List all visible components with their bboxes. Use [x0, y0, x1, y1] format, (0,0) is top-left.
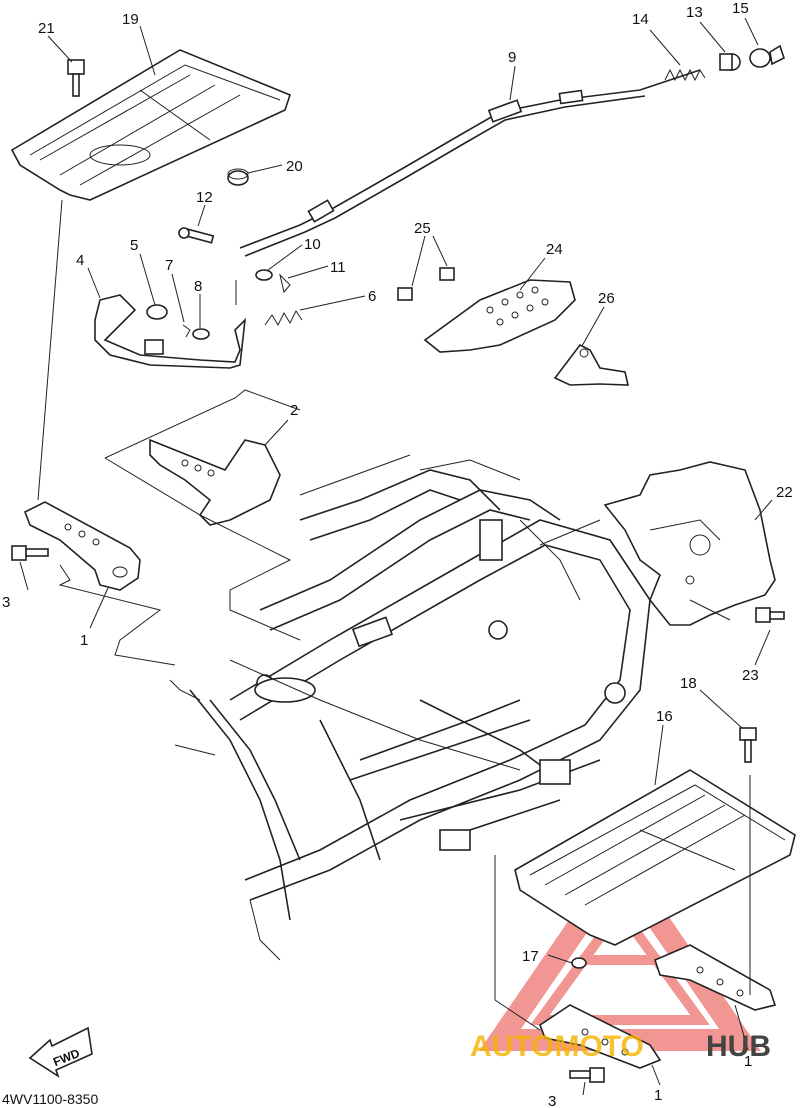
- callout-13: 13: [686, 4, 703, 21]
- part-7-clip: [182, 324, 191, 338]
- part-16-footrest-board-right: [514, 769, 796, 946]
- part-14-spring: [664, 68, 706, 82]
- part-5-cap: [146, 304, 168, 320]
- callout-12: 12: [196, 189, 213, 206]
- part-17-nut: [571, 957, 587, 969]
- callout-7: 7: [165, 257, 173, 274]
- callout-1-right: 1: [744, 1053, 752, 1070]
- part-1-footrest-right-upper: [654, 944, 777, 1011]
- callout-26: 26: [598, 290, 615, 307]
- part-10-washer: [255, 269, 273, 281]
- part-4-brake-pedal: [94, 294, 247, 369]
- callout-leaders: [19, 17, 773, 1096]
- assembly-guide-lines: [37, 199, 751, 1031]
- callout-19: 19: [122, 11, 139, 28]
- part-13-adjuster: [719, 53, 741, 71]
- part-15-wing-nut: [749, 44, 785, 68]
- callout-23: 23: [742, 667, 759, 684]
- callout-3-bottom: 3: [548, 1093, 556, 1108]
- part-3-bolt-left: [11, 545, 49, 561]
- callout-1-left: 1: [80, 632, 88, 649]
- fwd-arrow-icon: FWD: [28, 1026, 93, 1078]
- part-20-nut: [227, 168, 249, 186]
- callout-16: 16: [656, 708, 673, 725]
- part-1-footrest-right-lower: [539, 1004, 662, 1069]
- frame-assembly: [169, 459, 651, 961]
- part-12-pin: [178, 227, 215, 244]
- part-11-cotter-pin: [279, 273, 291, 294]
- part-2-bracket: [149, 438, 281, 526]
- callout-3-left: 3: [2, 594, 10, 611]
- callout-15: 15: [732, 0, 749, 17]
- part-6-spring: [264, 310, 303, 327]
- part-26-bracket: [553, 343, 630, 386]
- diagram-code: 4WV1100-8350: [2, 1091, 98, 1107]
- part-24-footplate: [423, 279, 576, 353]
- callout-20: 20: [286, 158, 303, 175]
- callout-9: 9: [508, 49, 516, 66]
- callout-2: 2: [290, 402, 298, 419]
- part-9-cable: [239, 69, 701, 257]
- callout-22: 22: [776, 484, 793, 501]
- callout-10: 10: [304, 236, 321, 253]
- callout-14: 14: [632, 11, 649, 28]
- callout-25: 25: [414, 220, 431, 237]
- part-19-footrest-board: [10, 49, 291, 201]
- callout-4: 4: [76, 252, 84, 269]
- part-21-bolt: [67, 59, 85, 97]
- callout-6: 6: [368, 288, 376, 305]
- callout-17: 17: [522, 948, 539, 965]
- watermark-text-primary: AUTOMOTO: [470, 1030, 644, 1063]
- callout-5: 5: [130, 237, 138, 254]
- part-22-guard: [603, 461, 776, 626]
- watermark-text: AUTOMOTO HUB: [470, 1030, 771, 1063]
- part-3-bolt-bottom: [569, 1067, 605, 1083]
- part-18-bolt: [739, 727, 757, 763]
- callout-24: 24: [546, 241, 563, 258]
- callout-18: 18: [680, 675, 697, 692]
- part-23-bolt: [755, 607, 785, 623]
- callout-1-bottom: 1: [654, 1087, 662, 1104]
- part-1-footrest-left: [23, 501, 141, 591]
- callout-8: 8: [194, 278, 202, 295]
- callout-21: 21: [38, 20, 55, 37]
- callout-11: 11: [330, 259, 346, 276]
- part-8-washer: [192, 328, 210, 340]
- watermark-text-secondary: HUB: [706, 1030, 771, 1063]
- part-25-bolts: [397, 267, 455, 301]
